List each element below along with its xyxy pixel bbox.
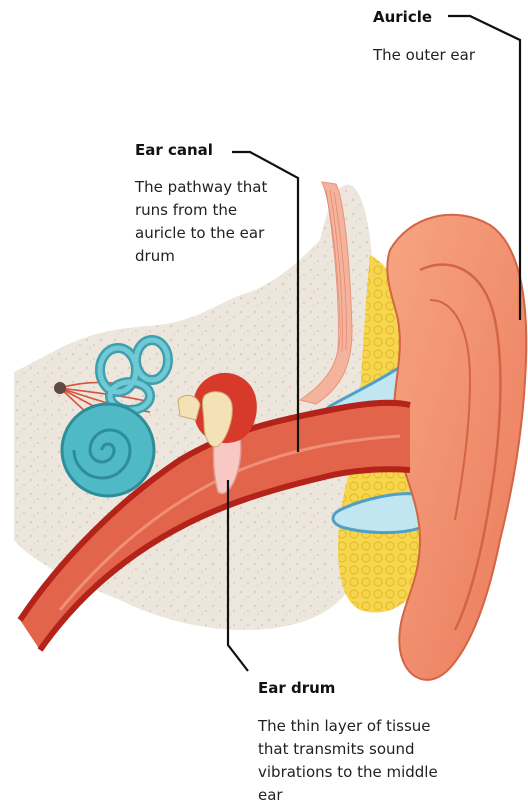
- auricle-title: Auricle: [373, 8, 432, 26]
- ossicle-incus: [178, 395, 200, 420]
- cochlea: [62, 404, 154, 496]
- ear-drum-title: Ear drum: [258, 679, 335, 697]
- ear-canal-title: Ear canal: [135, 141, 213, 159]
- ear-drum-description: The thin layer of tissue that transmits …: [258, 715, 458, 807]
- auricle-description: The outer ear: [373, 44, 523, 67]
- ear-canal-description: The pathway that runs from the auricle t…: [135, 176, 275, 268]
- nerve-root: [54, 382, 66, 394]
- ear-anatomy-illustration: [0, 0, 528, 781]
